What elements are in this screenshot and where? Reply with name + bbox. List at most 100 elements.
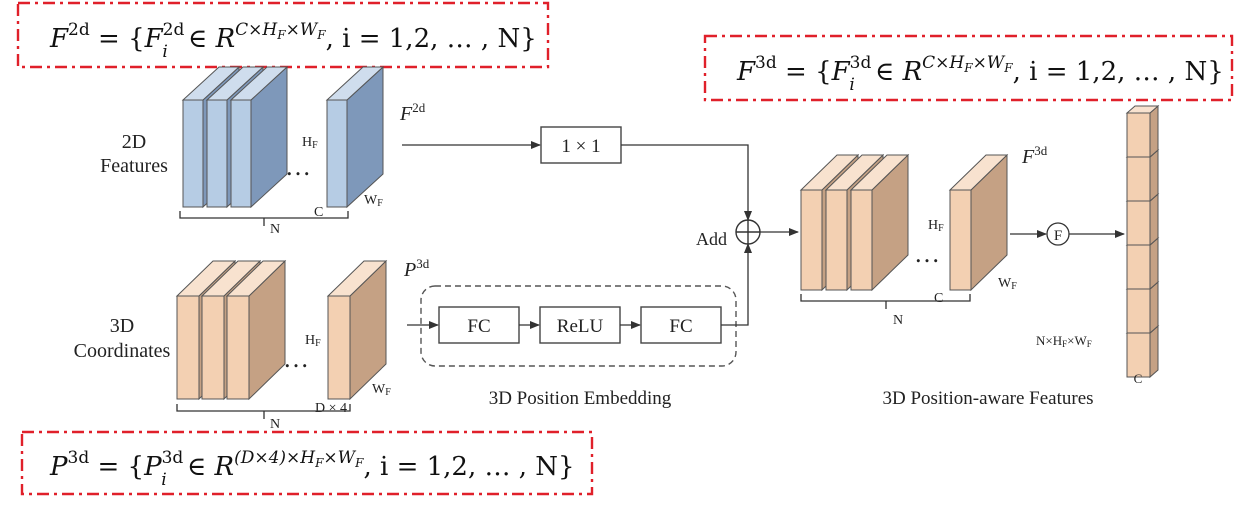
formula-f2d-lhs: F (49, 24, 69, 54)
svg-text:WF: WF (364, 193, 383, 209)
flatten-node: F (1010, 222, 1125, 246)
formula-f2d-w: ×W (286, 20, 319, 40)
features-3d-c-label: C (934, 291, 943, 306)
output-cube-2-side (1149, 148, 1159, 203)
formula-p3d-lhs: P (49, 452, 68, 482)
formula-f3d-var-sub: i (849, 75, 854, 95)
formula-p3d-h-sub: F (314, 456, 324, 470)
formula-p3d-var: P (143, 452, 162, 482)
coords-3d-block: 3D Coordinates … HF WF D × 4 N P3d (74, 256, 430, 432)
coords-3d-ellipsis: … (283, 344, 309, 373)
formula-f3d-w: ×W (973, 53, 1006, 73)
features-3d-tag-sup: 3d (1034, 143, 1048, 158)
formula-f3d-lhs: F (736, 57, 756, 87)
features-2d-label-line1: 2D (122, 131, 146, 153)
output-cube-2-front (1126, 156, 1151, 202)
coords-3d-w-sub: F (385, 387, 391, 398)
output-cube-3-front (1126, 200, 1151, 246)
features-3d-h-sub: F (938, 223, 944, 234)
features-2d-slab-stack (181, 65, 385, 209)
features-3d-slab-stack-slab-3-front (850, 189, 873, 291)
coords-3d-label-line1: 3D (110, 315, 134, 337)
features-2d-slab-stack-slab-last-front (326, 99, 348, 208)
features-2d-n-label: N (270, 222, 280, 237)
output-dims: N×H (1036, 333, 1062, 348)
features-3d-h-label: H (928, 218, 938, 233)
features-3d-slab-stack (799, 153, 1009, 292)
features-3d-w-sub: F (1011, 281, 1017, 292)
output-token-column (1125, 104, 1160, 379)
features-3d-block: … HF WF C N F3d 3D Position-aware Featur… (799, 143, 1094, 409)
features-2d-block: 2D Features … HF WF C N F2d (100, 65, 426, 237)
output-cube-6-side (1149, 324, 1159, 379)
formula-p3d-tail: , i = 1,2, … , N} (363, 452, 574, 482)
formula-f2d-var-sup: 2d (163, 20, 185, 40)
coords-3d-label-line2: Coordinates (74, 340, 171, 362)
conv-path: 1 × 1 (402, 126, 752, 221)
svg-text:HF: HF (305, 333, 321, 349)
formula-p3d-space-sup: (D×4)×H (234, 448, 316, 468)
formula-f3d-box (703, 34, 1234, 102)
formula-f3d-w-sub: F (1003, 61, 1013, 75)
embedding-fc1-label: FC (467, 316, 490, 337)
svg-text:F3d: F3d (1021, 143, 1048, 168)
embedding-relu-label: ReLU (557, 316, 604, 337)
coords-3d-tag-sup: 3d (416, 256, 430, 271)
formula-f2d-lhs-sup: 2d (68, 20, 90, 40)
coords-3d-tag: P (403, 259, 416, 281)
formula-p3d-w-sub: F (354, 456, 364, 470)
output-c-label: C (1134, 371, 1143, 386)
formula-f3d-var-sup: 3d (850, 53, 872, 73)
svg-text:N×HF×WF: N×HF×WF (1036, 333, 1092, 349)
formula-f3d-h-sub: F (963, 61, 973, 75)
formula-f2d-tail: , i = 1,2, … , N} (326, 24, 537, 54)
features-3d-n-label: N (893, 313, 903, 328)
features-2d-slab-stack-slab-3-front (230, 99, 252, 208)
formula-p3d-space: R (213, 452, 234, 482)
output-dims-sub: F (1062, 339, 1067, 349)
features-3d-n-bracket (800, 294, 971, 302)
formula-p3d-var-sub: i (161, 470, 166, 490)
features-3d-slab-stack-slab-1-front (800, 189, 823, 291)
coords-3d-d-label: D × 4 (315, 401, 347, 416)
features-3d-ellipsis: … (914, 239, 940, 268)
coords-3d-slab-stack (175, 259, 388, 401)
add-node: Add (696, 219, 799, 249)
output-cube-1-front (1126, 112, 1151, 158)
embedding-fc2-label: FC (669, 316, 692, 337)
embedding-relu-box (539, 306, 621, 344)
formula-f3d-var: F (831, 57, 851, 87)
svg-text:HF: HF (302, 135, 318, 151)
output-cube-4-side (1149, 236, 1159, 291)
embedding-fc2-box (640, 306, 722, 344)
svg-text:P3d: P3d (403, 256, 430, 281)
formula-f2d-h-sub: F (276, 28, 286, 42)
svg-text:F2d: F2d (399, 100, 426, 125)
features-2d-c-label: C (314, 205, 323, 220)
features-2d-w-label: W (364, 193, 378, 208)
coords-3d-slab-stack-slab-last-front (327, 295, 351, 400)
coords-3d-n-label: N (270, 417, 280, 432)
output-cube-3-side (1149, 192, 1159, 247)
output-column: N×HF×WF C (1036, 104, 1160, 386)
embedding-dashed-frame (420, 285, 737, 367)
formula-f3d-lhs-sup: 3d (755, 53, 777, 73)
features-3d-slab-stack-slab-last-front (949, 189, 972, 291)
features-2d-h-sub: F (312, 140, 318, 151)
coords-3d-h-sub: F (315, 338, 321, 349)
add-label: Add (696, 229, 727, 249)
svg-text:HF: HF (928, 218, 944, 234)
arrow-fc2-to-add (721, 243, 752, 326)
coords-3d-slab-stack-slab-2-front (201, 295, 225, 400)
coords-3d-slab-stack-slab-3-front (226, 295, 250, 400)
features-2d-h-label: H (302, 135, 312, 150)
arrow-conv-to-add (621, 144, 752, 221)
formula-f2d-space-sup: C×H (235, 20, 278, 40)
flatten-symbol: F (1054, 228, 1062, 244)
output-cube-5-front (1126, 288, 1151, 334)
